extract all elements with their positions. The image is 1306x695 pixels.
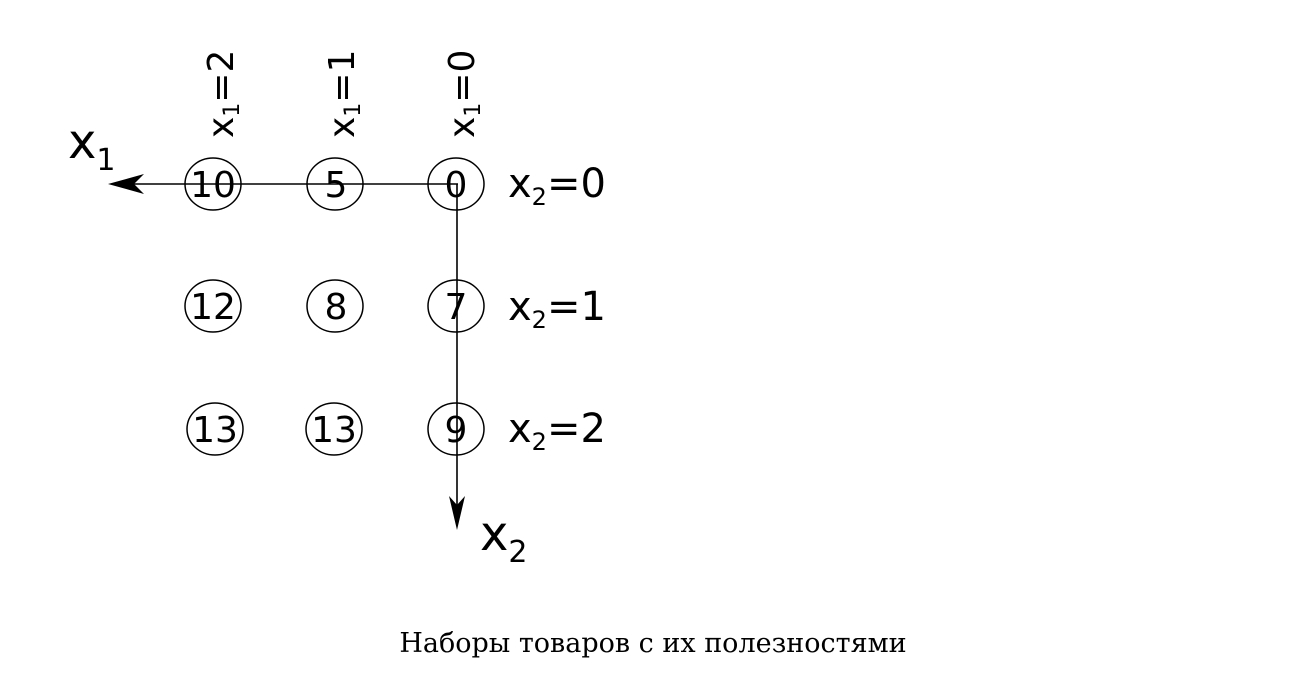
utility-value: 5 <box>325 165 348 206</box>
utility-grid-diagram: x1=2 x1=1 x1=0 x1 x2=0 x2=1 x2=2 10 5 0 … <box>68 50 606 570</box>
utility-value: 7 <box>445 287 468 328</box>
axis-x1-arrowhead-icon <box>108 174 144 194</box>
utility-value: 13 <box>192 410 238 451</box>
node-circle <box>427 279 485 333</box>
column-label-x1-0: x1=0 <box>442 50 486 138</box>
row-label-x2-1: x2=1 <box>508 284 606 334</box>
utility-value: 0 <box>445 165 468 206</box>
column-label-x1-2: x1=2 <box>201 50 245 138</box>
utility-value: 13 <box>311 410 357 451</box>
figure-caption: Наборы товаров с их полезностями <box>399 628 907 659</box>
node-circle <box>305 402 363 456</box>
node-circle <box>427 402 485 456</box>
utility-value: 12 <box>190 287 236 328</box>
node-circle <box>184 279 242 333</box>
row-label-x2-0: x2=0 <box>508 161 606 211</box>
utility-value: 8 <box>325 287 348 328</box>
utility-value: 10 <box>190 165 236 206</box>
column-label-x1-1: x1=1 <box>322 50 366 138</box>
utility-value: 9 <box>445 410 468 451</box>
axis-x1-label: x1 <box>68 114 116 178</box>
axis-x2-arrowhead-icon <box>449 496 465 530</box>
axis-x2-label: x2 <box>480 506 528 570</box>
node-circle <box>306 279 364 333</box>
node-circle <box>186 402 244 456</box>
row-label-x2-2: x2=2 <box>508 406 606 456</box>
